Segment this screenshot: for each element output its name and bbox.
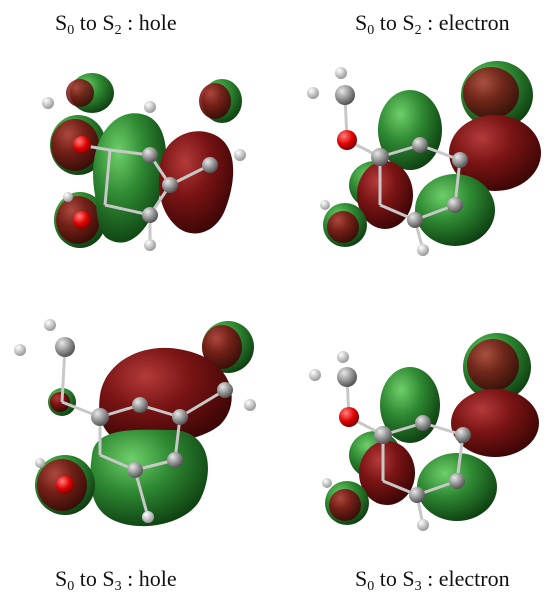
oxygen-atom <box>73 136 91 154</box>
oxygen-atom <box>56 476 74 494</box>
label-s2-electron: S0 to S2 : electron <box>355 10 510 38</box>
hydrogen-atom <box>144 101 156 113</box>
carbon-atom <box>335 85 355 105</box>
lobe-red <box>329 489 361 521</box>
lobe-red <box>50 392 70 412</box>
molecule-atoms <box>307 67 468 256</box>
carbon-atom <box>452 152 468 168</box>
lobe-red <box>467 339 519 391</box>
carbon-atom <box>371 148 389 166</box>
carbon-atom <box>172 409 188 425</box>
carbon-atom <box>455 427 471 443</box>
lobe-red <box>202 325 242 369</box>
carbon-atom <box>412 137 428 153</box>
carbon-atom <box>91 408 109 426</box>
hydrogen-atom <box>335 67 347 79</box>
carbon-atom <box>127 462 143 478</box>
carbon-atom <box>132 397 148 413</box>
carbon-atom <box>167 452 183 468</box>
lobe-green <box>93 113 167 243</box>
carbon-atom <box>162 177 178 193</box>
hydrogen-atom <box>42 97 54 109</box>
hydrogen-atom <box>142 511 154 523</box>
label-s3-electron: S0 to S3 : electron <box>355 566 510 594</box>
carbon-atom <box>142 147 158 163</box>
oxygen-atom <box>73 211 91 229</box>
orbital-s3-hole <box>0 305 275 565</box>
oxygen-atom <box>339 407 359 427</box>
lobe-red <box>158 131 234 234</box>
carbon-atom <box>374 426 392 444</box>
carbon-atom <box>55 337 75 357</box>
hydrogen-atom <box>417 244 429 256</box>
oxygen-atom <box>337 130 357 150</box>
hydrogen-atom <box>44 319 56 331</box>
orbital-s2-electron <box>275 45 550 305</box>
molecule-atoms <box>309 351 471 531</box>
lobe-red <box>99 347 232 443</box>
hydrogen-atom <box>35 458 45 468</box>
carbon-atom <box>142 207 158 223</box>
hydrogen-atom <box>320 200 330 210</box>
carbon-atom <box>447 197 463 213</box>
hydrogen-atom <box>322 478 332 488</box>
hydrogen-atom <box>234 149 246 161</box>
carbon-atom <box>415 415 431 431</box>
label-s3-hole: S0 to S3 : hole <box>55 566 177 594</box>
molecule-atoms <box>14 319 256 523</box>
lobe-group <box>325 333 539 525</box>
orbital-s2-hole <box>0 45 275 305</box>
label-s2-hole: S0 to S2 : hole <box>55 10 177 38</box>
lobe-red <box>449 115 541 191</box>
carbon-atom <box>202 157 218 173</box>
carbon-atom <box>409 487 425 503</box>
orbital-s3-electron <box>275 305 550 565</box>
lobe-red <box>199 83 231 119</box>
lobe-group <box>323 61 541 247</box>
hydrogen-atom <box>14 344 26 356</box>
lobe-red <box>327 211 359 243</box>
lobe-red <box>451 389 539 457</box>
hydrogen-atom <box>337 351 349 363</box>
hydrogen-atom <box>417 519 429 531</box>
hydrogen-atom <box>63 192 73 202</box>
carbon-atom <box>407 212 423 228</box>
hydrogen-atom <box>144 239 156 251</box>
carbon-atom <box>449 473 465 489</box>
lobe-red <box>66 79 94 107</box>
carbon-atom <box>217 382 233 398</box>
molecule-atoms <box>42 97 246 251</box>
hydrogen-atom <box>307 87 319 99</box>
hydrogen-atom <box>244 399 256 411</box>
lobe-red <box>463 67 519 119</box>
hydrogen-atom <box>309 369 321 381</box>
carbon-atom <box>337 367 357 387</box>
